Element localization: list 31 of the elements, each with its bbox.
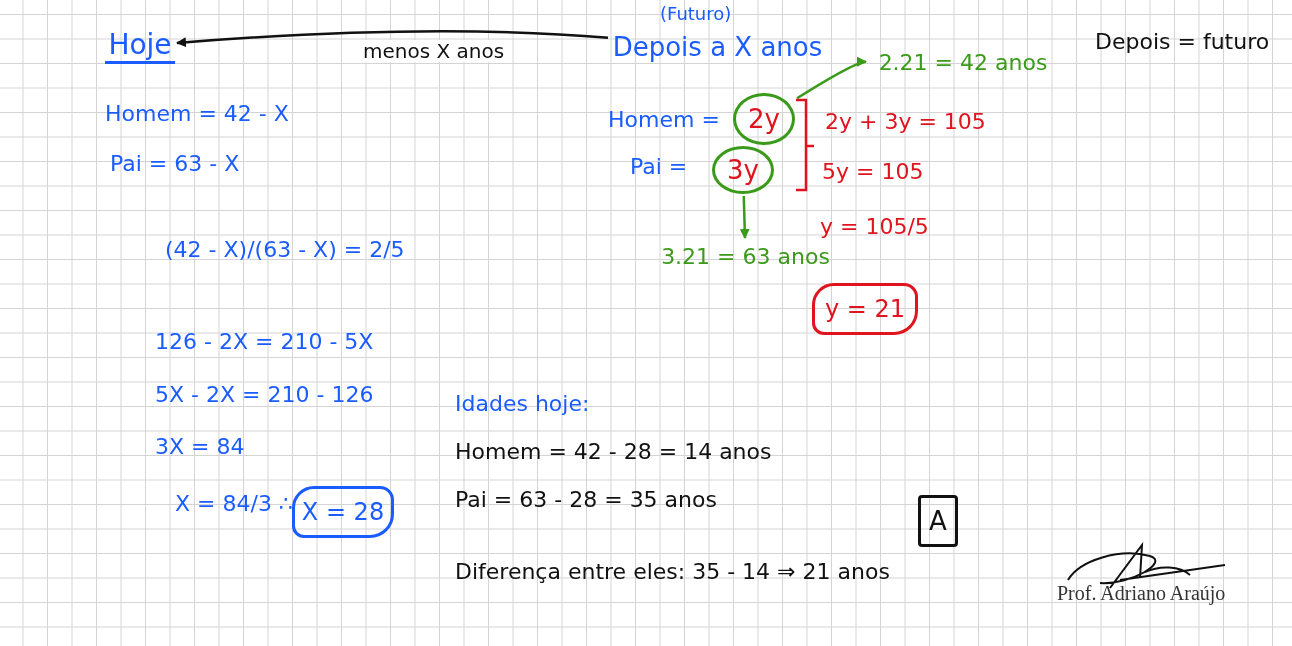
boxed-answer: X = 28 bbox=[292, 486, 394, 538]
note-text: (Futuro) bbox=[660, 4, 732, 24]
circled-term: 3y bbox=[712, 146, 774, 194]
result-text: 2.21 = 42 anos bbox=[868, 46, 1058, 78]
circled-term: 2y bbox=[733, 93, 795, 145]
equation-text: 5y = 105 bbox=[822, 160, 924, 185]
equation-text: Diferença entre eles: 35 - 14 ⇒ 21 anos bbox=[455, 560, 890, 585]
equation-text: Depois = futuro bbox=[1095, 30, 1270, 55]
equation-text: y = 105/5 bbox=[820, 215, 929, 240]
arrow bbox=[739, 195, 750, 239]
equation-text: Homem = bbox=[608, 108, 720, 133]
boxed-answer: y = 21 bbox=[812, 283, 918, 335]
equation-text: Pai = 63 - X bbox=[110, 152, 240, 177]
underlined-heading: Hoje bbox=[105, 28, 175, 64]
equation-text: Pai = 63 - 28 = 35 anos bbox=[455, 488, 717, 513]
equation-text: (42 - X)/(63 - X) = 2/5 bbox=[165, 238, 405, 263]
equation-text: Idades hoje: bbox=[455, 392, 590, 417]
equation-text: Homem = 42 - 28 = 14 anos bbox=[455, 440, 772, 465]
equation-text: 126 - 2X = 210 - 5X bbox=[155, 330, 374, 355]
equation-text: 3X = 84 bbox=[155, 435, 245, 460]
signature-name: Prof. Adriano Araújo bbox=[1057, 582, 1226, 604]
equation-text: Pai = bbox=[630, 155, 688, 180]
equation-text: 2y + 3y = 105 bbox=[825, 110, 986, 135]
heading-text: Depois a X anos bbox=[610, 30, 825, 64]
result-text: 3.21 = 63 anos bbox=[658, 240, 833, 272]
arrow bbox=[796, 57, 867, 100]
equation-text: 5X - 2X = 210 - 126 bbox=[155, 383, 374, 408]
arrow bbox=[176, 30, 609, 48]
answer-letter-box: A bbox=[918, 495, 958, 547]
equation-text: X = 84/3 ∴ bbox=[175, 492, 293, 517]
equation-text: Homem = 42 - X bbox=[105, 102, 289, 127]
